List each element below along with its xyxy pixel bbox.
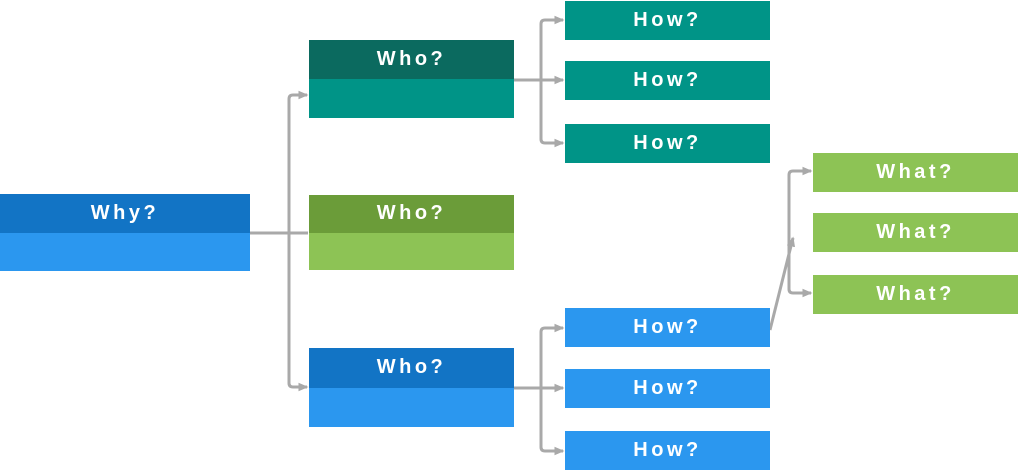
- connector-who-top-to-how-teal-3: [539, 80, 565, 148]
- node-how-teal-3-label: How?: [633, 132, 702, 154]
- node-why-band-bottom: [0, 232, 250, 271]
- node-who-bottom-band-bottom: [309, 387, 514, 427]
- node-who-top[interactable]: Who?: [309, 40, 514, 118]
- node-how-teal-2[interactable]: How?: [565, 61, 770, 100]
- node-how-teal-3-band-top: How?: [565, 124, 770, 163]
- node-how-blue-2[interactable]: How?: [565, 369, 770, 408]
- node-what-1[interactable]: What?: [813, 153, 1018, 192]
- node-how-blue-3-label: How?: [633, 439, 702, 461]
- connector-why-branch-to-who-top: [287, 90, 309, 233]
- connector-what-branch-to-what-3: [787, 232, 813, 298]
- node-what-1-band-top: What?: [813, 153, 1018, 192]
- node-what-2-band-top: What?: [813, 213, 1018, 252]
- node-who-bottom[interactable]: Who?: [309, 348, 514, 427]
- node-who-bottom-label: Who?: [376, 356, 447, 379]
- node-what-3-band-top: What?: [813, 275, 1018, 314]
- node-how-blue-1-label: How?: [633, 316, 702, 338]
- node-how-blue-2-band-top: How?: [565, 369, 770, 408]
- node-what-2-label: What?: [876, 221, 955, 243]
- node-how-blue-3[interactable]: How?: [565, 431, 770, 470]
- node-who-middle-band-bottom: [309, 232, 514, 270]
- node-who-bottom-band-top: Who?: [309, 348, 514, 388]
- connector-who-top-to-how-teal-1: [539, 15, 565, 80]
- node-what-2[interactable]: What?: [813, 213, 1018, 252]
- node-how-teal-2-band-top: How?: [565, 61, 770, 100]
- node-how-teal-1[interactable]: How?: [565, 1, 770, 40]
- node-who-top-label: Who?: [376, 48, 447, 70]
- node-why-label: Why?: [90, 201, 160, 224]
- node-how-blue-2-label: How?: [633, 377, 702, 399]
- node-what-3[interactable]: What?: [813, 275, 1018, 314]
- node-who-top-band-top: Who?: [309, 40, 514, 79]
- node-why[interactable]: Why?: [0, 194, 250, 271]
- node-who-middle-band-top: Who?: [309, 195, 514, 233]
- node-how-teal-3[interactable]: How?: [565, 124, 770, 163]
- node-how-teal-2-label: How?: [633, 69, 702, 91]
- connector-what-branch-to-what-1: [787, 166, 813, 232]
- node-how-blue-1[interactable]: How?: [565, 308, 770, 347]
- node-what-3-label: What?: [876, 283, 955, 305]
- node-why-band-top: Why?: [0, 194, 250, 233]
- node-who-middle-label: Who?: [376, 202, 447, 225]
- connector-who-bottom-to-how-blue-1: [539, 323, 565, 388]
- connector-how-blue-1-to-what-branch: [768, 236, 796, 331]
- node-what-1-label: What?: [876, 161, 955, 183]
- node-how-blue-1-band-top: How?: [565, 308, 770, 347]
- node-how-teal-1-label: How?: [633, 9, 702, 31]
- connector-why-branch-to-who-bottom: [287, 233, 309, 392]
- node-how-teal-1-band-top: How?: [565, 1, 770, 40]
- connector-who-bottom-to-how-blue-3: [539, 388, 565, 456]
- node-who-middle[interactable]: Who?: [309, 195, 514, 270]
- node-how-blue-3-band-top: How?: [565, 431, 770, 470]
- node-who-top-band-bottom: [309, 79, 514, 118]
